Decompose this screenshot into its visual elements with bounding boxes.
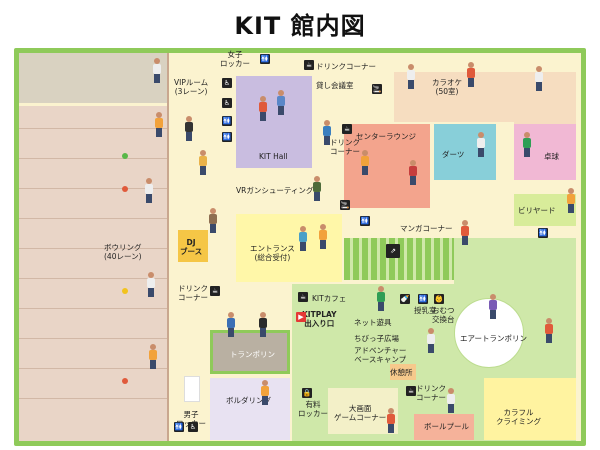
- drink-corner-left-label: ドリンク コーナー: [178, 284, 208, 302]
- darts-label: ダーツ: [442, 150, 465, 159]
- vr-gun-shooting-label: VRガンシューティング: [236, 186, 314, 195]
- net-play-label: ネット遊具: [354, 318, 392, 327]
- karaoke-label: カラオケ (50室): [432, 78, 462, 96]
- colorful-climbing-area[interactable]: [484, 378, 576, 440]
- colorful-climbing-label: カラフル クライミング: [496, 408, 541, 426]
- drink-corner-kitplay-label: ドリンク コーナー: [416, 384, 446, 402]
- climbing-wall-right: [538, 284, 576, 378]
- drink-icon: ☕: [210, 286, 220, 296]
- bowling-ball: [122, 288, 128, 294]
- big-screen-game-label: 大画面 ゲームコーナー: [334, 404, 387, 422]
- air-trampoline-label: エアートランポリン: [460, 334, 528, 343]
- wheelchair-icon: ♿: [222, 78, 232, 88]
- rest-area[interactable]: [390, 364, 416, 380]
- rest-area-label: 休憩所: [390, 368, 413, 377]
- bowling-ball: [122, 378, 128, 384]
- drink-icon: ☕: [406, 386, 416, 396]
- diaper-station-label: おむつ 交換台: [432, 306, 455, 324]
- dj-booth-label: DJ ブース: [180, 238, 203, 256]
- trampoline-label: トランポリン: [230, 350, 275, 359]
- kit-hall-area[interactable]: [236, 76, 312, 168]
- vip-room-label: VIPルーム (3レーン): [174, 78, 209, 96]
- floor-map: VIPルーム (3レーン) ボウリング (40レーン) DJ ブース ドリンク …: [14, 48, 586, 446]
- kit-cafe-label: KITカフェ: [312, 294, 347, 303]
- center-lounge-label: センターラウンジ: [356, 132, 416, 141]
- cafe-icon: ☕: [298, 292, 308, 302]
- drink-icon: ☕: [304, 60, 314, 70]
- bowling-label: ボウリング (40レーン): [104, 243, 142, 261]
- bowling-ball: [122, 153, 128, 159]
- trampoline-area[interactable]: [210, 330, 290, 374]
- vip-room-area[interactable]: [19, 53, 169, 103]
- entrance-label: エントランス (総合受付): [250, 244, 295, 262]
- rental-room-label: 貸し会議室: [316, 81, 354, 90]
- restroom-icon: 🚻: [418, 294, 428, 304]
- diaper-icon: 👶: [434, 294, 444, 304]
- drink-corner-top-label: ドリンクコーナー: [316, 62, 376, 71]
- adventure-camp-label: アドベンチャー ベースキャンプ: [354, 346, 407, 364]
- restroom-icon: 🚻: [538, 228, 548, 238]
- kitplay-entrance-label: KITPLAY 出入り口: [302, 310, 337, 328]
- ball-pool-area[interactable]: [414, 414, 474, 440]
- big-screen-game-area[interactable]: [328, 388, 398, 434]
- billiards-label: ビリヤード: [518, 206, 556, 215]
- smoking-icon: 🚬: [340, 200, 350, 210]
- drink-corner-hall-label: ドリンク コーナー: [330, 138, 360, 156]
- dj-booth[interactable]: [178, 230, 208, 262]
- kit-hall-label: KIT Hall: [259, 152, 288, 161]
- arrow-icon: ▶: [296, 312, 306, 322]
- smoking-icon: 🚬: [372, 84, 382, 94]
- locker-icon: 🔒: [302, 388, 312, 398]
- karaoke-area[interactable]: [394, 72, 576, 122]
- restroom-icon: 🚻: [260, 54, 270, 64]
- nursing-icon: 🍼: [400, 294, 410, 304]
- locker-charged-label: 有料 ロッカー: [298, 400, 328, 418]
- restroom-icon: 🚻: [222, 132, 232, 142]
- darts-area[interactable]: [434, 124, 496, 180]
- locker-door: [184, 376, 200, 402]
- bowling-lanes-area[interactable]: [19, 106, 169, 441]
- kitplay-upper: [454, 238, 576, 284]
- drink-icon: ☕: [342, 124, 352, 134]
- escalator-icon[interactable]: ⇗: [386, 244, 400, 258]
- nursing-room-label: 授乳室: [414, 306, 437, 315]
- wheelchair-icon: ♿: [188, 422, 198, 432]
- accessibility-icon: ♿: [222, 98, 232, 108]
- wall: [167, 53, 169, 441]
- bowling-ball: [122, 186, 128, 192]
- bouldering-area[interactable]: [210, 378, 290, 440]
- restroom-icon: 🚻: [360, 216, 370, 226]
- page-title: KIT 館内図: [234, 12, 366, 40]
- restroom-icon: 🚻: [222, 116, 232, 126]
- table-tennis-label: 卓球: [544, 152, 559, 161]
- kids-square-label: ちびっ子広場: [354, 334, 399, 343]
- restroom-icon: 🚻: [174, 422, 184, 432]
- billiards-area[interactable]: [514, 194, 576, 226]
- manga-corner-label: マンガコーナー: [400, 224, 453, 233]
- womens-locker-label: 女子 ロッカー: [220, 50, 250, 68]
- top-corridor: [314, 53, 576, 71]
- ball-pool-label: ボールプール: [424, 422, 469, 431]
- bouldering-label: ボルダリング: [226, 396, 271, 405]
